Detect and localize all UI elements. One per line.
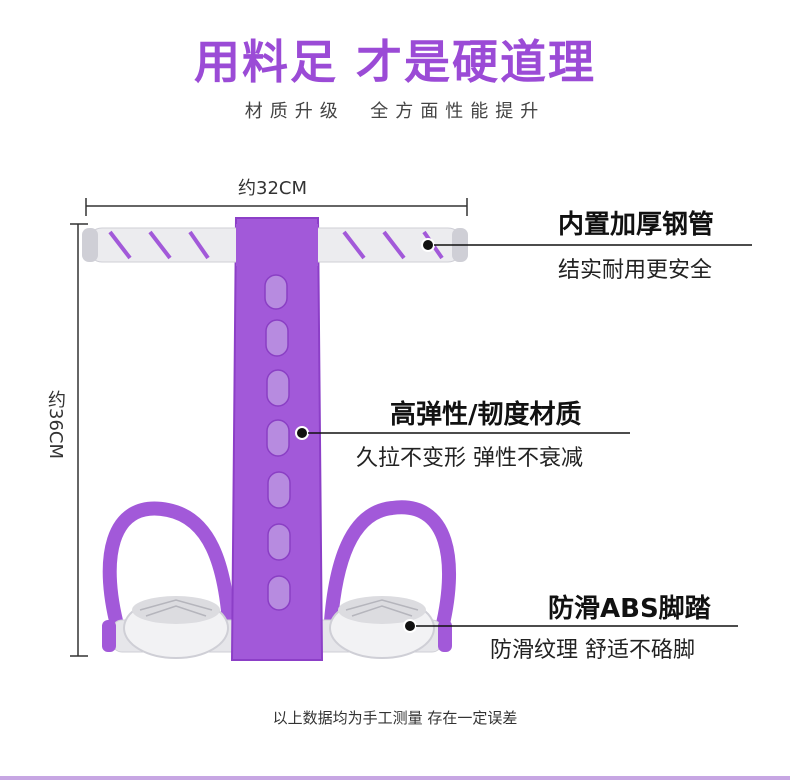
bottom-accent-bar <box>0 776 790 780</box>
feature-desc-elastic-material: 久拉不变形 弹性不衰减 <box>356 446 583 471</box>
right-foot-loop <box>323 500 456 643</box>
width-dimension-line <box>85 198 468 216</box>
feature-desc-steel-tube: 结实耐用更安全 <box>558 258 713 283</box>
height-dimension-line <box>70 223 88 657</box>
measurement-footnote: 以上数据均为手工测量 存在一定误差 <box>272 709 518 727</box>
callout-band <box>295 426 630 440</box>
height-dimension-label: 约36CM <box>45 390 66 460</box>
feature-desc-abs-pedal: 防滑纹理 舒适不硌脚 <box>490 638 695 663</box>
callout-pedal <box>403 619 738 633</box>
page-subtitle: 材质升级 全方面性能提升 <box>244 101 546 122</box>
callout-handle <box>421 238 752 252</box>
feature-title-steel-tube: 内置加厚钢管 <box>558 210 715 240</box>
left-foot-loop <box>102 501 237 643</box>
top-handle <box>82 224 468 266</box>
feature-title-elastic-material: 高弹性/韧度材质 <box>390 400 582 430</box>
left-pedal <box>123 596 229 659</box>
width-dimension-label: 约32CM <box>238 178 308 199</box>
right-pedal <box>329 596 435 659</box>
page-title: 用料足 才是硬道理 <box>193 35 596 89</box>
band-slots <box>264 274 291 611</box>
feature-title-abs-pedal: 防滑ABS脚踏 <box>548 594 711 624</box>
